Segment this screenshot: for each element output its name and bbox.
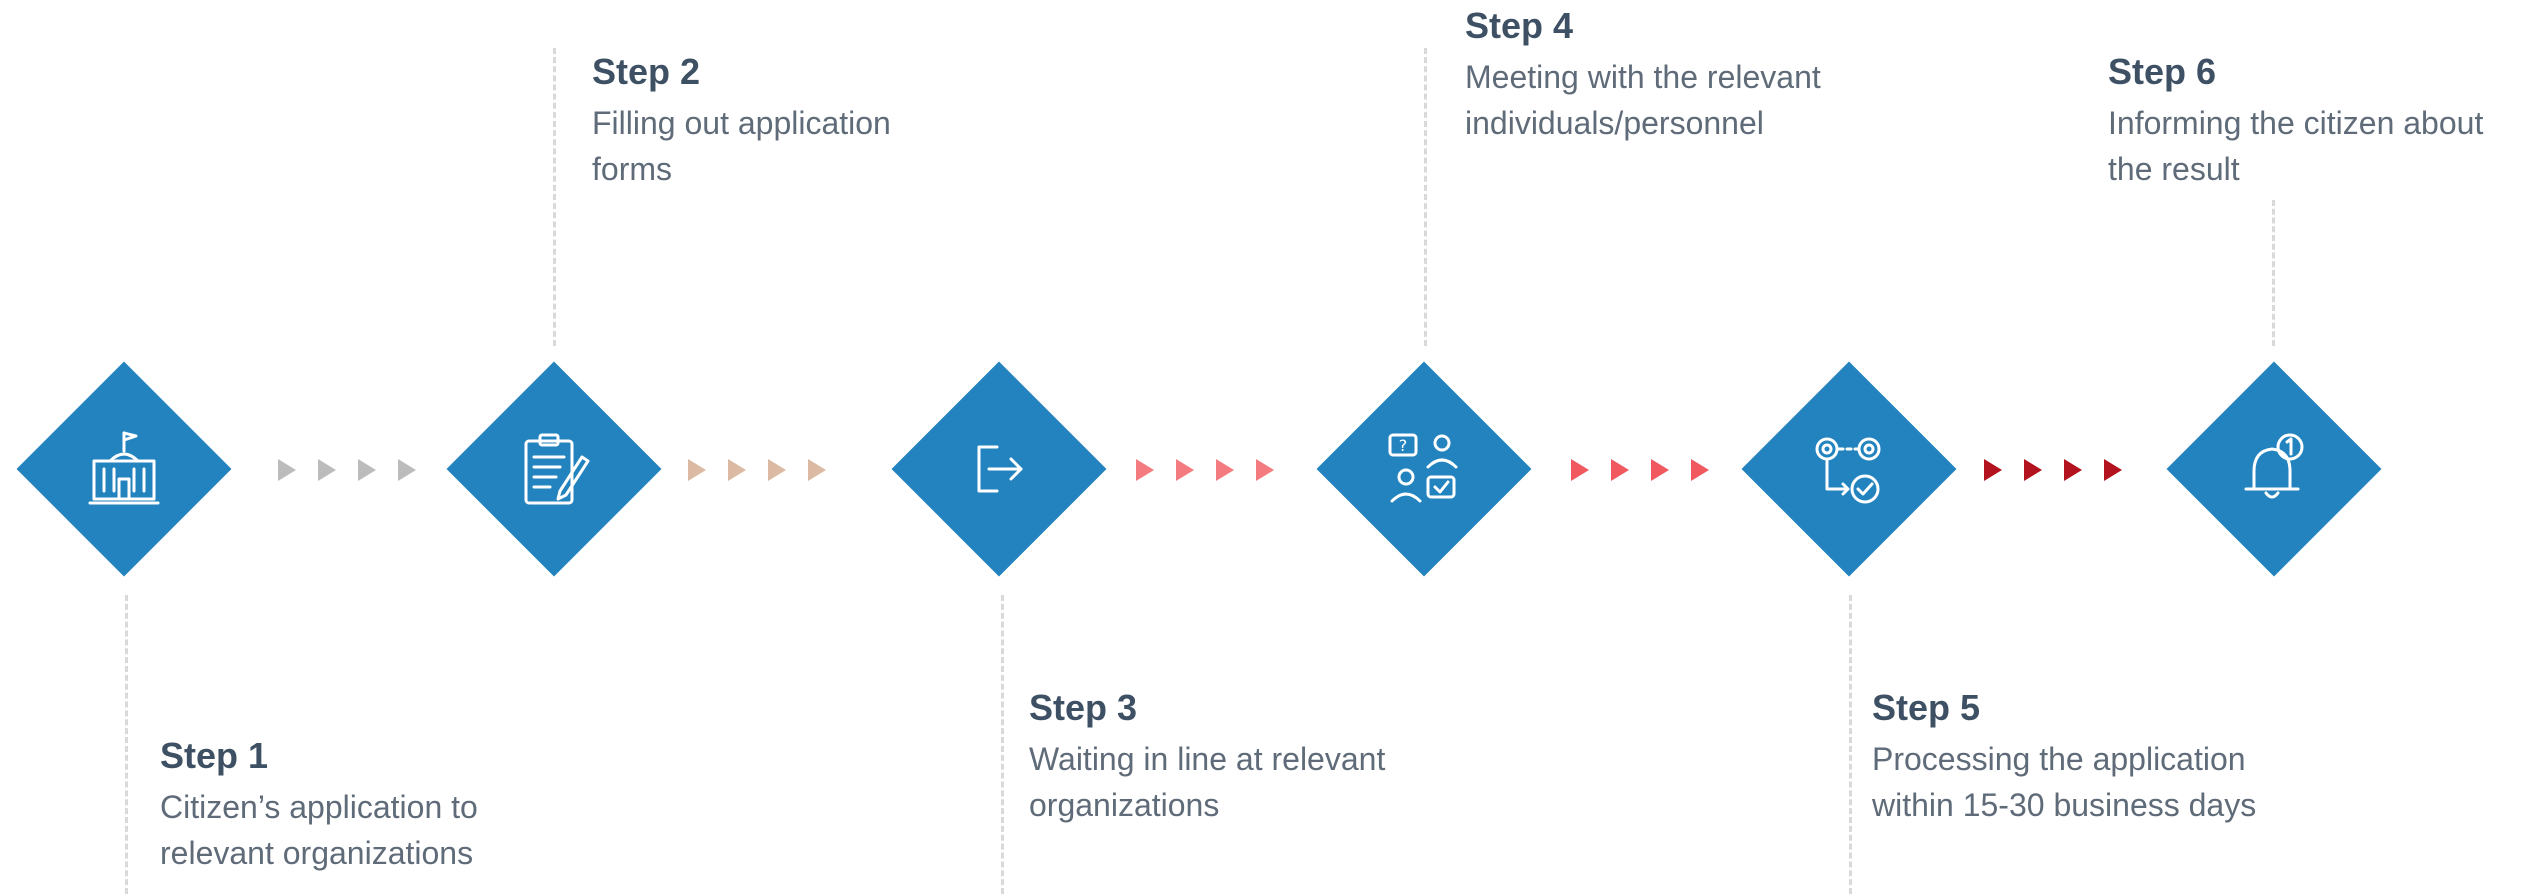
step-4-label: Step 4 Meeting with the relevant individ…	[1465, 4, 1821, 146]
arrow-icon	[1691, 459, 1709, 481]
arrow-icon	[1136, 459, 1154, 481]
arrow-icon	[1651, 459, 1669, 481]
exit-arrow-icon	[957, 427, 1041, 511]
step-title: Step 1	[160, 735, 269, 776]
arrow-icon	[1176, 459, 1194, 481]
arrow-icon	[358, 459, 376, 481]
step-3-label: Step 3 Waiting in line at relevant organ…	[1029, 686, 1385, 828]
step-description-line: Filling out application	[592, 105, 891, 141]
step-description-line: the result	[2108, 151, 2240, 187]
step-1-label: Step 1 Citizen’s application to relevant…	[160, 734, 478, 876]
step-description-line: Waiting in line at relevant	[1029, 741, 1386, 777]
step-description: Meeting with the relevant individuals/pe…	[1465, 54, 1821, 146]
step-description-line: individuals/personnel	[1465, 105, 1764, 141]
svg-text:?: ?	[1399, 436, 1408, 455]
step-description-line: forms	[592, 151, 672, 187]
arrow-icon	[318, 459, 336, 481]
step-title: Step 5	[1872, 687, 1981, 728]
connector-line-step-3	[1001, 595, 1004, 894]
arrow-icon	[728, 459, 746, 481]
arrow-icon	[2024, 459, 2042, 481]
arrow-icon	[278, 459, 296, 481]
step-description-line: within 15-30 business days	[1872, 787, 2257, 823]
notification-bell-icon	[2232, 427, 2316, 511]
step-description-line: Meeting with the relevant	[1465, 59, 1821, 95]
connector-arrows-2	[688, 459, 826, 481]
arrow-icon	[398, 459, 416, 481]
step-6-label: Step 6 Informing the citizen about the r…	[2108, 50, 2483, 192]
meeting-people-icon: ?	[1382, 427, 1466, 511]
step-description: Citizen’s application to relevant organi…	[160, 784, 478, 876]
step-description-line: relevant organizations	[160, 835, 474, 871]
connector-line-step-5	[1849, 595, 1852, 894]
step-description-line: Processing the application	[1872, 741, 2246, 777]
step-title: Step 3	[1029, 687, 1138, 728]
step-2-label: Step 2 Filling out application forms	[592, 50, 891, 192]
arrow-icon	[2064, 459, 2082, 481]
government-building-icon	[82, 427, 166, 511]
arrow-icon	[768, 459, 786, 481]
connector-arrows-1	[278, 459, 416, 481]
arrow-icon	[1216, 459, 1234, 481]
connector-arrows-3	[1136, 459, 1274, 481]
connector-line-step-1	[125, 595, 128, 894]
arrow-icon	[2104, 459, 2122, 481]
arrow-icon	[1571, 459, 1589, 481]
step-description: Filling out application forms	[592, 100, 891, 192]
connector-line-step-6	[2272, 200, 2275, 346]
arrow-icon	[688, 459, 706, 481]
clipboard-form-icon	[512, 427, 596, 511]
step-description: Waiting in line at relevant organization…	[1029, 736, 1385, 828]
arrow-icon	[1256, 459, 1274, 481]
step-description-line: Informing the citizen about	[2108, 105, 2484, 141]
connector-line-step-4	[1424, 48, 1427, 346]
gears-process-icon	[1807, 427, 1891, 511]
connector-arrows-5	[1984, 459, 2122, 481]
step-description: Informing the citizen about the result	[2108, 100, 2483, 192]
connector-arrows-4	[1571, 459, 1709, 481]
step-5-label: Step 5 Processing the application within…	[1872, 686, 2256, 828]
arrow-icon	[1611, 459, 1629, 481]
step-title: Step 6	[2108, 51, 2217, 92]
connector-line-step-2	[553, 48, 556, 346]
step-title: Step 4	[1465, 5, 1574, 46]
step-description: Processing the application within 15-30 …	[1872, 736, 2256, 828]
arrow-icon	[1984, 459, 2002, 481]
arrow-icon	[808, 459, 826, 481]
step-description-line: organizations	[1029, 787, 1220, 823]
step-title: Step 2	[592, 51, 701, 92]
step-description-line: Citizen’s application to	[160, 789, 478, 825]
